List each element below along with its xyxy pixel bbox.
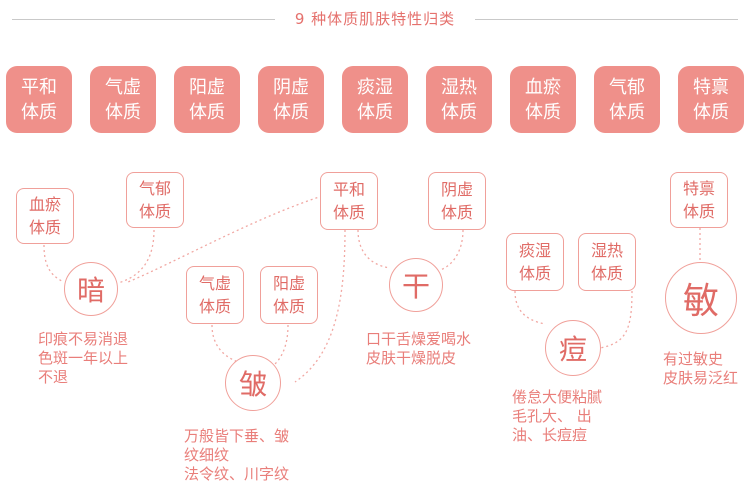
link-yangxu-zhou: [269, 324, 289, 369]
link-pinghe-an: [127, 195, 323, 283]
source-box-xueyu: 血瘀体质: [16, 188, 74, 244]
source-box-tebing: 特禀体质: [670, 172, 728, 228]
pill-tebing: 特禀体质: [678, 66, 744, 133]
pill-xueyu: 血瘀体质: [510, 66, 576, 133]
source-box-qiyu: 气郁体质: [126, 172, 184, 228]
diagram-title: 9 种体质肌肤特性归类: [294, 10, 456, 28]
description-gan: 口干舌燥爱喝水 皮肤干燥脱皮: [366, 330, 472, 367]
description-min: 有过敏史 皮肤易泛红: [663, 350, 739, 387]
symptom-circle-min: 敏: [665, 262, 737, 334]
link-qixu-zhou: [211, 324, 239, 363]
link-pinghe-gan: [357, 229, 391, 269]
source-box-yinxu: 阴虚体质: [428, 172, 486, 230]
description-an: 印痕不易消退 色斑一年以上 不退: [38, 330, 129, 386]
symptom-circle-an: 暗: [64, 262, 118, 316]
link-yinxu-gan: [439, 229, 464, 271]
description-zhou: 万般皆下垂、皱 纹细纹 法令纹、川字纹: [184, 427, 290, 483]
source-box-pinghe: 平和体质: [320, 172, 378, 230]
pill-shire: 湿热体质: [426, 66, 492, 133]
link-shire-dou: [599, 290, 633, 349]
symptom-circle-zhou: 皱: [225, 355, 281, 411]
link-tanshi-dou: [514, 290, 546, 325]
link-xueyu-an: [43, 244, 65, 283]
symptom-circle-dou: 痘: [545, 320, 601, 376]
pill-qixu: 气虚体质: [90, 66, 156, 133]
source-box-yangxu: 阳虚体质: [260, 266, 318, 324]
pill-yinxu: 阴虚体质: [258, 66, 324, 133]
link-qiyu-an: [117, 229, 155, 284]
title-rule-right: [475, 19, 738, 20]
pill-yangxu: 阳虚体质: [174, 66, 240, 133]
title-rule-left: [12, 19, 275, 20]
symptom-circle-gan: 干: [389, 258, 443, 312]
pill-tanshi: 痰湿体质: [342, 66, 408, 133]
source-box-tanshi: 痰湿体质: [506, 233, 564, 291]
source-box-shire: 湿热体质: [578, 233, 636, 291]
source-box-qixu: 气虚体质: [186, 266, 244, 324]
pill-pinghe: 平和体质: [6, 66, 72, 133]
description-dou: 倦怠大便粘腻 毛孔大、 出 油、长痘痘: [512, 388, 603, 444]
pill-qiyu: 气郁体质: [594, 66, 660, 133]
